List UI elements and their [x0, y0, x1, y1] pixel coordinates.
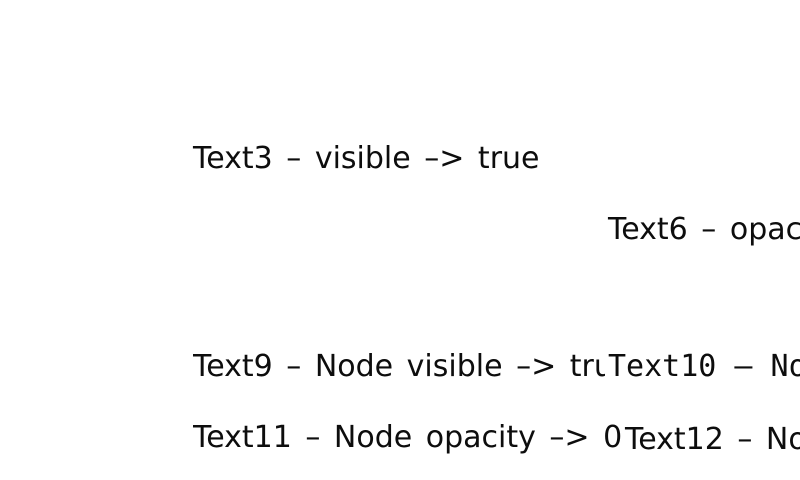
label-text3-visible-true: Text3 – visible –> true [193, 141, 540, 176]
label-text12-node: Text12 – Nod [625, 422, 800, 457]
label-text6-opacity: Text6 – opac [608, 212, 800, 247]
label-text9-node-visible: Text9 – Node visible –> tru [193, 349, 605, 384]
label-text11-node-opacity: Text11 – Node opacity –> 0 [193, 420, 622, 455]
label-text10-node: Text10 – Nod [608, 349, 800, 384]
